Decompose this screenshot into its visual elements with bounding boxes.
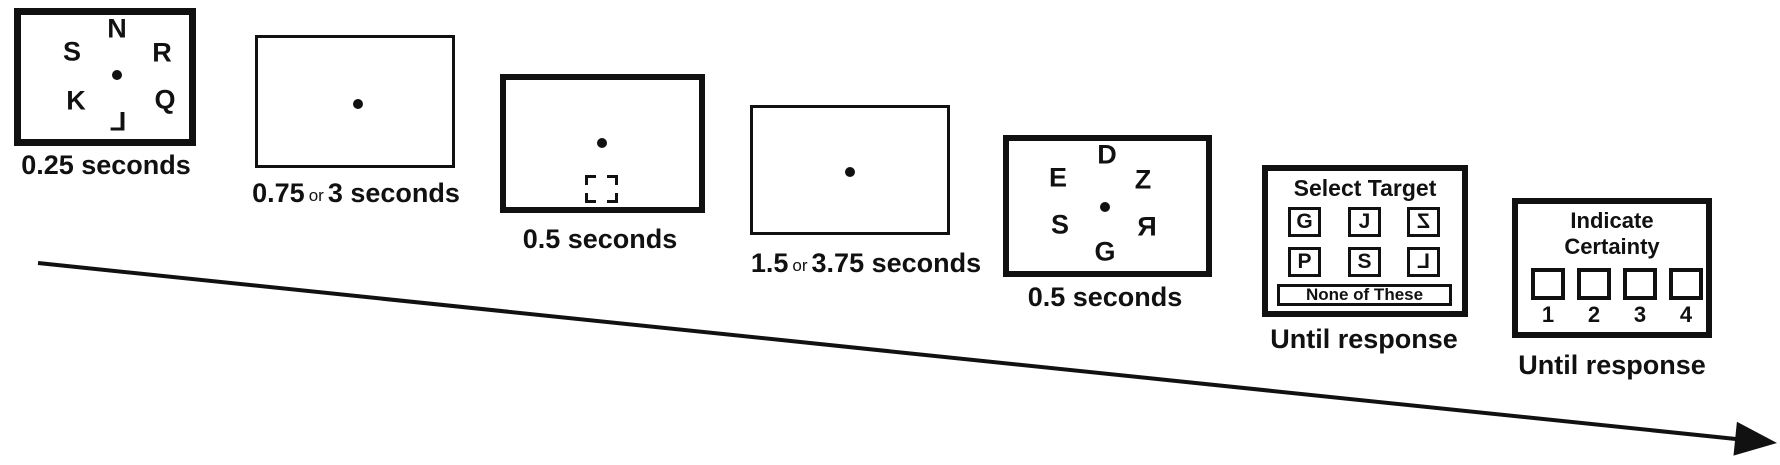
- duration-or: or: [792, 256, 808, 275]
- duration-value-b: 3.75 seconds: [811, 248, 982, 278]
- certainty-number: 2: [1587, 302, 1601, 327]
- duration-label: Until response: [1518, 350, 1706, 380]
- certainty-box-2: [1577, 268, 1611, 300]
- cue-corner: [607, 193, 618, 203]
- stimulus-letter-mirrored: L: [109, 106, 127, 137]
- panel-fixation-delay-1: [255, 35, 455, 168]
- stimulus-letter: Q: [154, 84, 176, 115]
- panel-location-cue: [500, 74, 705, 213]
- duration-label: 0.5 seconds: [522, 224, 678, 254]
- duration-label: Until response: [1270, 324, 1458, 354]
- duration-label: 0.25 seconds: [21, 150, 191, 180]
- panel-memory-array: N S R K Q L: [14, 8, 196, 146]
- stimulus-letter: K: [66, 85, 86, 116]
- certainty-box-4: [1669, 268, 1703, 300]
- target-option-label: S: [1357, 250, 1372, 273]
- select-target-title: Select Target: [1293, 175, 1437, 201]
- target-option-p: P: [1288, 247, 1321, 277]
- stimulus-letter: G: [1094, 236, 1116, 267]
- panel-indicate-certainty: Indicate Certainty 1 2 3 4: [1512, 198, 1712, 338]
- fixation-dot: [845, 167, 855, 177]
- target-option-label: G: [1296, 210, 1313, 233]
- stimulus-letter-mirrored: R: [1137, 211, 1157, 242]
- target-option-label-mirrored: L: [1417, 250, 1430, 273]
- stimulus-letter: D: [1097, 139, 1117, 170]
- certainty-title-line2: Certainty: [1564, 234, 1660, 259]
- duration-value-b: 3 seconds: [327, 178, 460, 208]
- cue-corner-square: [585, 175, 618, 203]
- certainty-number: 4: [1679, 302, 1693, 327]
- cue-corner: [585, 175, 596, 185]
- cue-corner: [585, 193, 596, 203]
- stimulus-letter: Z: [1134, 164, 1152, 195]
- stimulus-letter: N: [107, 13, 127, 44]
- panel-probe-array: D E Z S R G: [1003, 135, 1212, 277]
- certainty-box-1: [1531, 268, 1565, 300]
- target-option-label: J: [1358, 210, 1371, 233]
- fixation-dot: [1100, 202, 1110, 212]
- duration-label: 0.5 seconds: [1027, 282, 1183, 312]
- stimulus-letter: S: [1050, 209, 1070, 240]
- duration-value-a: 0.75: [252, 178, 305, 208]
- panel-fixation-delay-2: [750, 105, 950, 235]
- arrowhead-icon: [1733, 421, 1777, 456]
- stimulus-letter: S: [62, 36, 82, 67]
- certainty-title-line1: Indicate: [1570, 208, 1654, 233]
- stimulus-letter: E: [1048, 162, 1068, 193]
- target-option-z-mirrored: Z: [1407, 207, 1440, 237]
- panel-select-target: Select Target G J Z P S L None of These: [1262, 165, 1468, 317]
- none-of-these-button: None of These: [1277, 284, 1452, 306]
- certainty-number: 1: [1541, 302, 1555, 327]
- fixation-dot: [353, 99, 363, 109]
- certainty-box-3: [1623, 268, 1657, 300]
- target-option-l-mirrored: L: [1407, 247, 1440, 277]
- target-option-j: J: [1348, 207, 1381, 237]
- duration-value-a: 1.5: [750, 248, 789, 278]
- target-option-s: S: [1348, 247, 1381, 277]
- target-option-label: P: [1297, 250, 1312, 273]
- fixation-dot: [112, 70, 122, 80]
- target-option-g: G: [1288, 207, 1321, 237]
- fixation-dot: [597, 138, 607, 148]
- timeline-arrow-shaft: [37, 261, 1737, 441]
- target-option-label-mirrored: Z: [1417, 210, 1430, 233]
- cue-corner: [607, 175, 618, 185]
- duration-or: or: [308, 186, 324, 205]
- stimulus-letter: R: [152, 37, 172, 68]
- certainty-number: 3: [1633, 302, 1647, 327]
